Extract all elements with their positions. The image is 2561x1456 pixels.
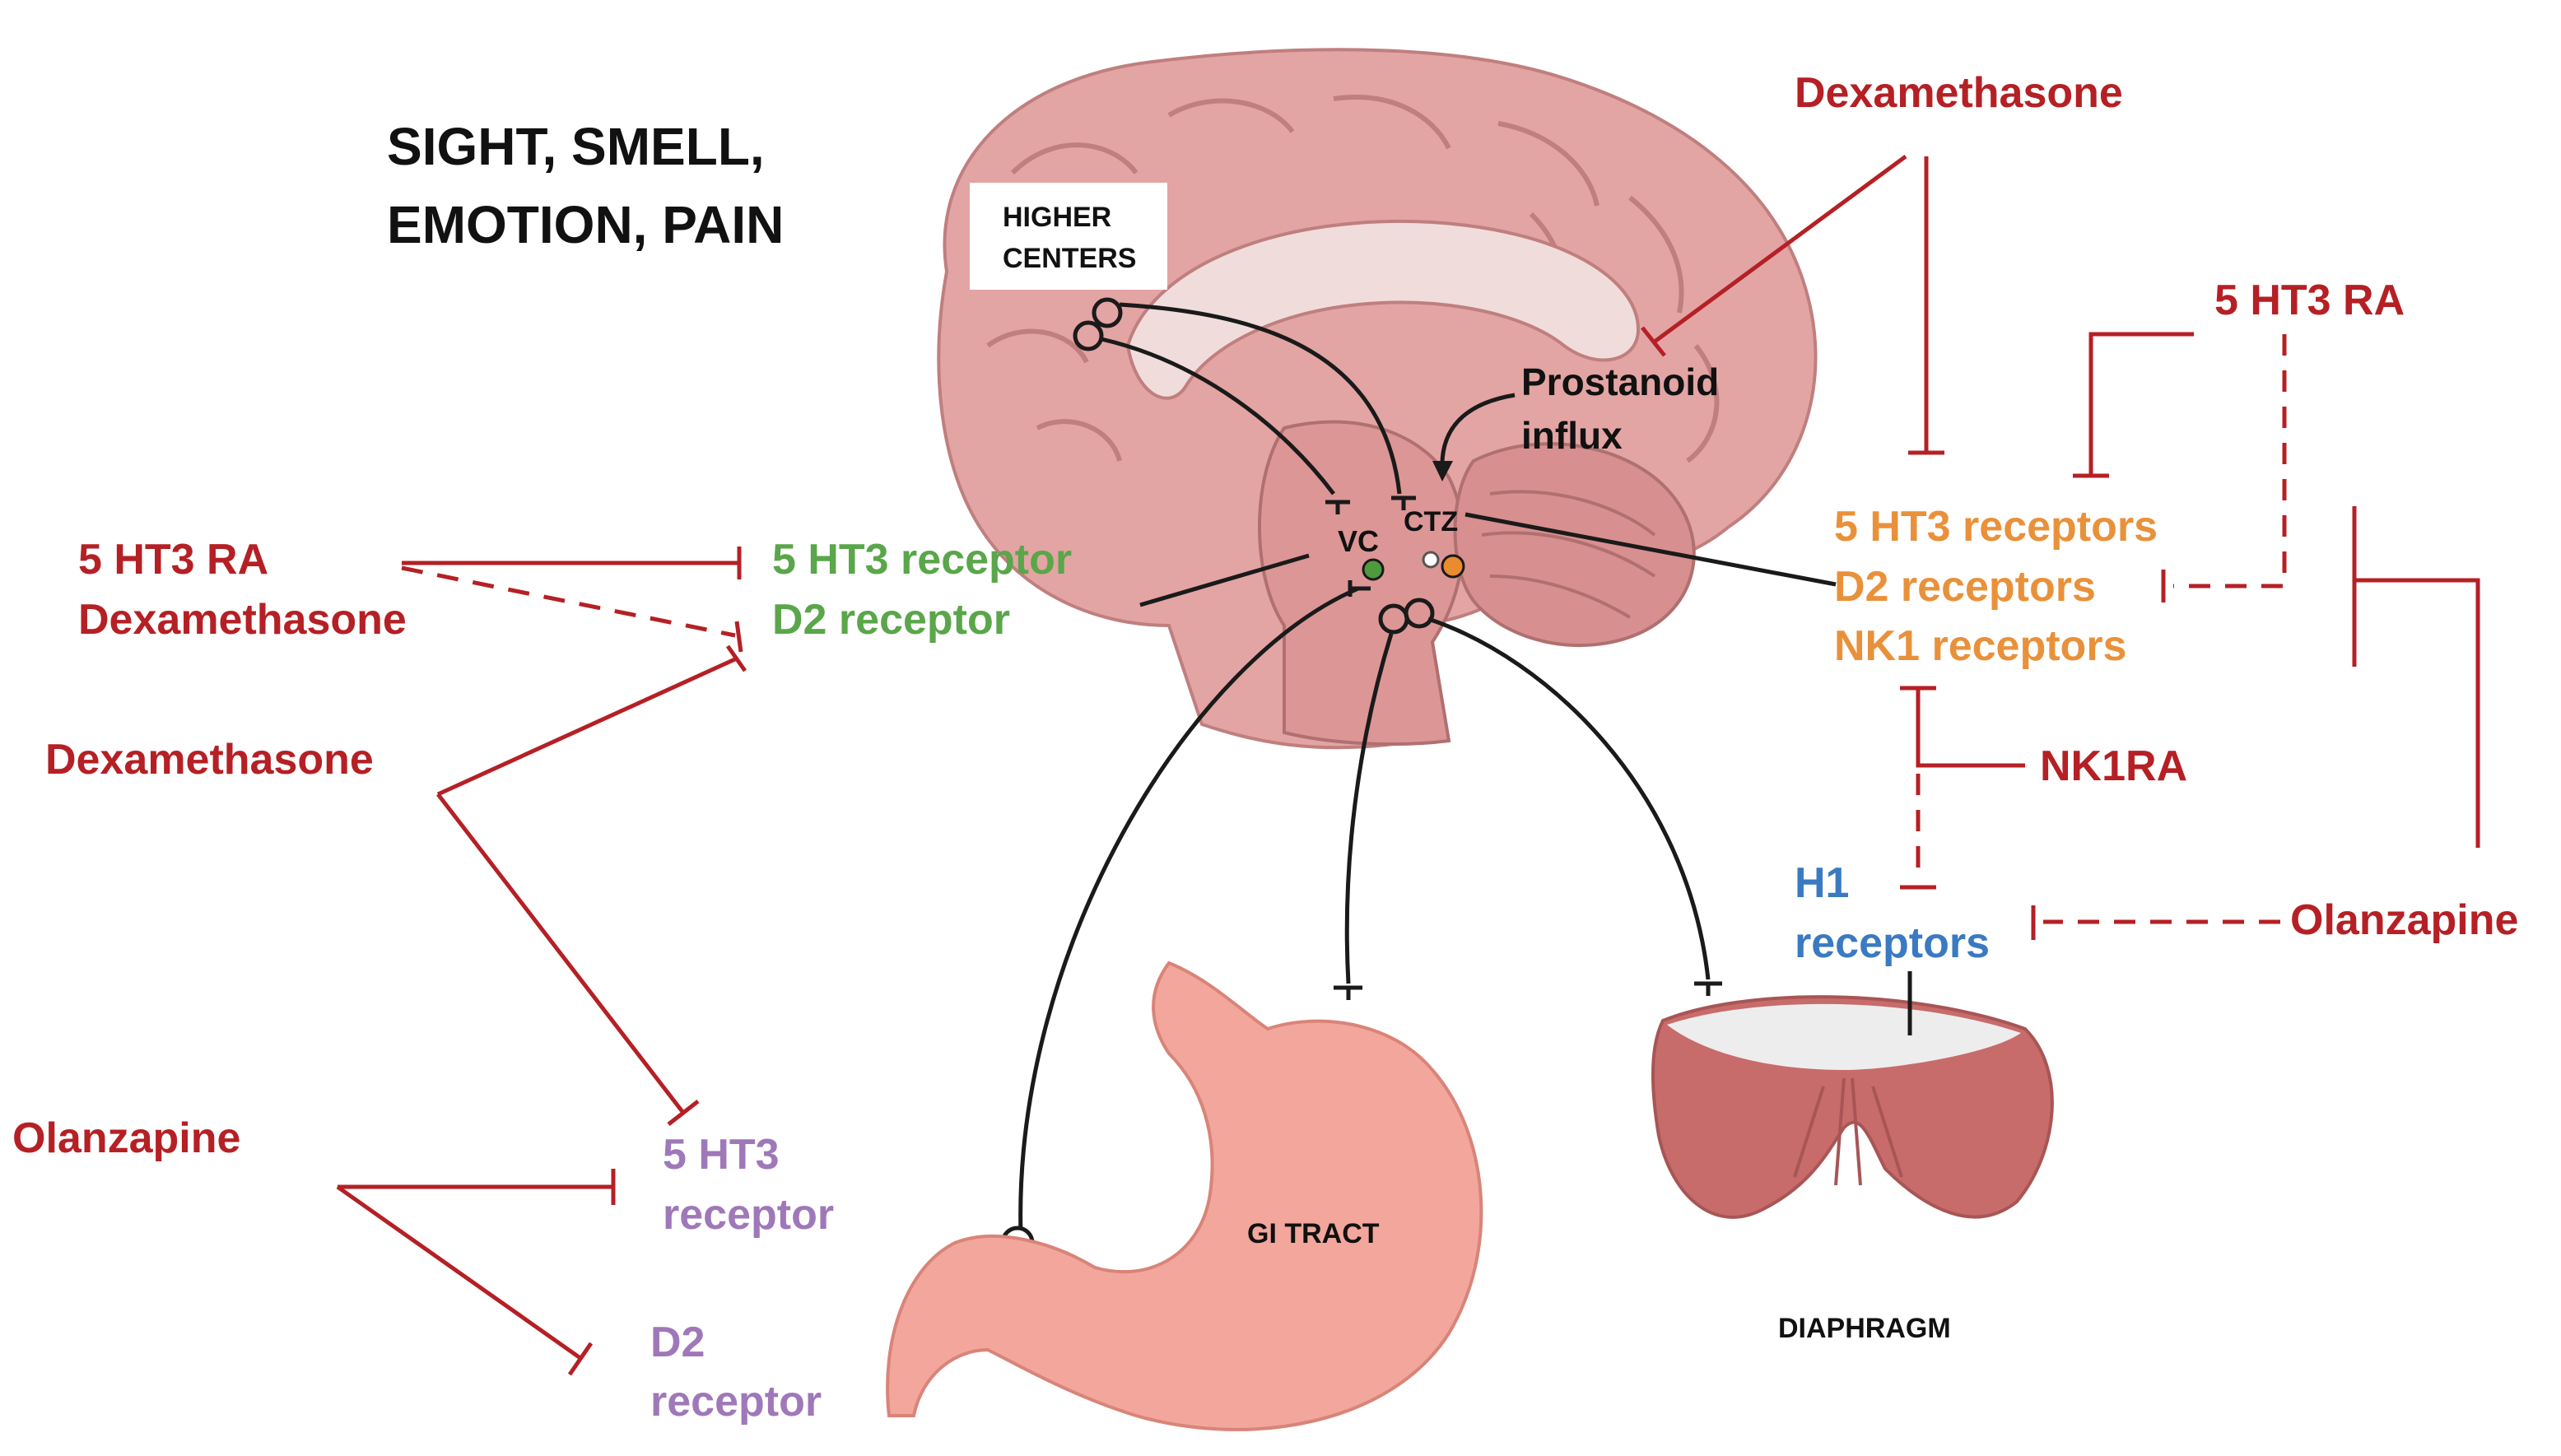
left-drug-dexamethasone-2: Dexamethasone xyxy=(45,736,374,784)
diaphragm-illustration xyxy=(1651,995,2054,1219)
nerve-to-gi-distal xyxy=(1018,586,1359,1235)
right-receptor-nk1: NK1 receptors xyxy=(1834,622,2126,670)
inhibit-dex-to-d2-dashed xyxy=(401,565,736,638)
prostanoid-arrowhead xyxy=(1432,461,1453,481)
vagal-node-2 xyxy=(1404,598,1435,629)
vc-label: VC xyxy=(1338,524,1379,558)
right-receptor-h1-1: H1 xyxy=(1795,859,1849,907)
right-drug-olanzapine: Olanzapine xyxy=(2290,896,2518,944)
nerve-higher-to-vc xyxy=(1101,337,1335,495)
higher-centers-label-1: HIGHER xyxy=(1003,202,1111,233)
ctz-label: CTZ xyxy=(1404,506,1458,537)
synapse-ctz xyxy=(1391,495,1416,510)
prostanoid-label-2: influx xyxy=(1521,414,1623,457)
prostanoid-label-1: Prostanoid xyxy=(1521,361,1719,403)
left-receptor-5ht3-purple-2: receptor xyxy=(663,1191,834,1239)
inhibit-olz-to-5ht3 xyxy=(338,1169,616,1205)
left-receptor-d2-purple-1: D2 xyxy=(650,1319,705,1366)
line-ctz-to-right-receptors xyxy=(1464,512,1837,587)
right-drug-5ht3ra: 5 HT3 RA xyxy=(2214,277,2405,324)
higher-centers-box xyxy=(970,183,1167,290)
stimuli-label-1: SIGHT, SMELL, xyxy=(387,117,765,176)
inhibit-5ht3ra-to-orange xyxy=(2073,332,2194,478)
nerve-higher-to-ctz xyxy=(1119,302,1402,495)
olanzapine-bracket xyxy=(2352,506,2480,848)
right-drug-dexamethasone: Dexamethasone xyxy=(1795,69,2123,117)
right-receptor-5ht3: 5 HT3 receptors xyxy=(1834,503,2158,551)
stimuli-label-2: EMOTION, PAIN xyxy=(387,195,784,254)
inhibit-olz-to-d2 xyxy=(336,1184,594,1376)
synapse-gi-body xyxy=(1334,985,1362,1000)
higher-center-node-1 xyxy=(1092,297,1123,328)
left-receptor-d2: D2 receptor xyxy=(772,596,1010,644)
relay-node xyxy=(1422,551,1440,569)
left-receptor-5ht3-purple-1: 5 HT3 xyxy=(663,1131,780,1179)
right-receptor-d2: D2 receptors xyxy=(1834,563,2096,611)
inhibit-nk1ra-to-nk1 xyxy=(1900,686,2025,768)
nerve-to-diaphragm xyxy=(1427,616,1711,980)
left-drug-5ht3ra: 5 HT3 RA xyxy=(78,536,268,584)
synapse-diaphragm xyxy=(1694,981,1722,996)
gi-tract-label: GI TRACT xyxy=(1247,1218,1380,1249)
line-vc-to-left-receptors xyxy=(1139,553,1310,607)
right-drug-nk1ra: NK1RA xyxy=(2040,742,2187,790)
higher-center-node-2 xyxy=(1073,320,1104,351)
left-receptor-d2-purple-2: receptor xyxy=(650,1378,822,1426)
stomach-illustration xyxy=(886,961,1483,1431)
prostanoid-arrow xyxy=(1440,393,1516,470)
nerve-to-gi-body xyxy=(1344,633,1394,984)
synapse-vc xyxy=(1325,500,1350,514)
vc-node xyxy=(1362,558,1385,581)
inhibit-dex-to-d2-upper xyxy=(436,644,747,797)
higher-centers-label-2: CENTERS xyxy=(1003,243,1136,274)
ctz-node xyxy=(1441,554,1465,579)
inhibit-5ht3ra-to-5ht3 xyxy=(402,547,742,579)
inhibit-dex-to-5ht3-purple xyxy=(436,793,700,1126)
left-receptor-5ht3: 5 HT3 receptor xyxy=(772,536,1072,584)
diaphragm-label: DIAPHRAGM xyxy=(1778,1313,1951,1344)
inhibit-dex-to-prostanoid xyxy=(1641,154,1907,357)
inhibit-5ht3ra-to-d2-dashed xyxy=(2173,334,2287,588)
right-receptor-h1-2: receptors xyxy=(1795,919,1990,967)
left-drug-olanzapine: Olanzapine xyxy=(12,1114,240,1162)
left-drug-dexamethasone-1: Dexamethasone xyxy=(78,596,407,644)
inhibit-dex-to-orange xyxy=(1908,156,1944,455)
inhibit-dex-to-d2-bar xyxy=(734,621,743,653)
